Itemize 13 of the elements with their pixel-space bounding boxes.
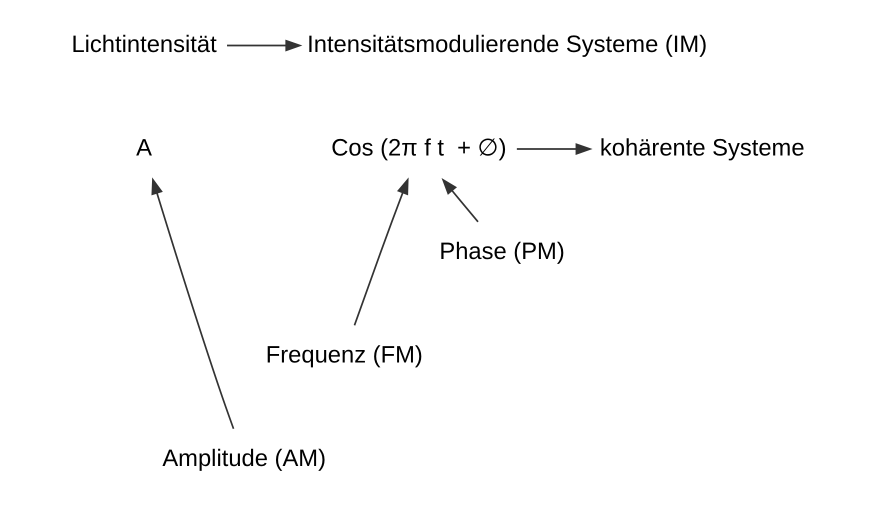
arrow [151, 177, 234, 430]
node-text: Cos (2π f t + ∅) [331, 134, 507, 162]
arrow [516, 143, 593, 155]
arrow [227, 40, 302, 52]
arrow [442, 178, 479, 222]
node-text: A [136, 134, 152, 162]
node-text: Frequenz (FM) [266, 341, 423, 368]
node-text: Lichtintensität [71, 30, 217, 58]
arrow [354, 177, 409, 326]
node-text: Amplitude (AM) [162, 444, 326, 472]
node-text: Intensitätsmodulierende Systeme (IM) [307, 30, 708, 58]
node-text: kohärente Systeme [600, 134, 805, 162]
node-text: Phase (PM) [439, 238, 565, 265]
